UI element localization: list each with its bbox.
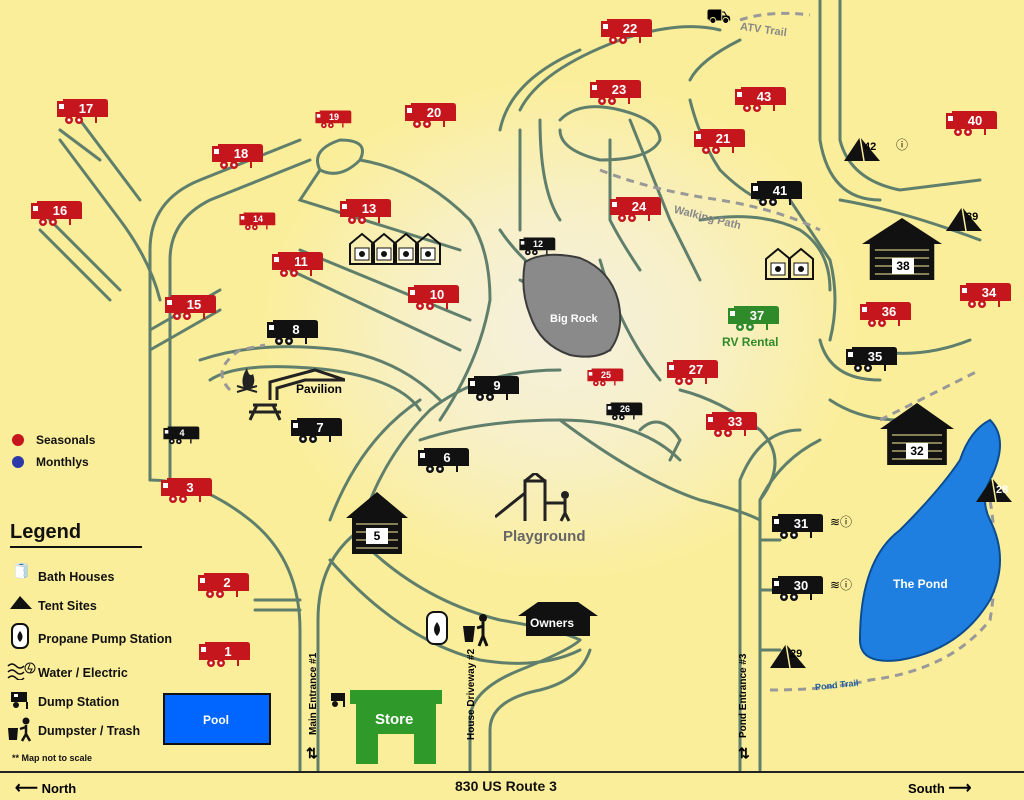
cabin-38[interactable]: 38 [862, 218, 942, 280]
big-rock [522, 253, 622, 358]
tent-site-39[interactable]: 39 [944, 203, 984, 233]
site-31[interactable]: 31 [770, 512, 824, 540]
site-4[interactable]: 4 [162, 424, 200, 446]
site-37[interactable]: 37 [726, 304, 780, 332]
owners-label: Owners [530, 616, 575, 630]
site-1[interactable]: 1 [197, 640, 251, 668]
site-11[interactable]: 11 [270, 250, 324, 278]
entrance-arrows-icon: ⇅ [306, 745, 318, 761]
site-12[interactable]: 12 [518, 235, 556, 257]
owners-house-icon [518, 602, 598, 636]
pavilion-label: Pavilion [296, 382, 343, 396]
pool-label: Pool [203, 713, 229, 727]
site-10[interactable]: 10 [406, 283, 460, 311]
legend-dump-station: Dump Station [38, 695, 120, 709]
south-label: South [908, 781, 945, 796]
site-40[interactable]: 40 [944, 109, 998, 137]
tent-site-28[interactable]: 28 [974, 474, 1014, 504]
site-22[interactable]: 22 [599, 17, 653, 45]
site-19[interactable]: 19 [314, 108, 352, 130]
site-15[interactable]: 15 [163, 293, 217, 321]
house-driveway-label: House Driveway #2 [466, 648, 477, 740]
playground-icon [495, 473, 571, 522]
cabin-32[interactable]: 32 [880, 403, 954, 465]
propane-dumpster-icons [426, 611, 489, 647]
rv-rental-label: RV Rental [722, 335, 779, 349]
bath-house-icon[interactable] [414, 232, 442, 264]
south-indicator: South ⟶ [908, 778, 971, 798]
legend-dumpster: Dumpster / Trash [38, 724, 141, 738]
site-13[interactable]: 13 [338, 197, 392, 225]
tent-site-42[interactable]: 42 [842, 133, 882, 163]
site-8[interactable]: 8 [265, 318, 319, 346]
playground-label: Playground [503, 528, 586, 545]
monthly-marker [12, 456, 24, 468]
bath-house-icon[interactable] [787, 240, 815, 272]
site-2[interactable]: 2 [196, 571, 250, 599]
arrow-left-icon: ⟵ [15, 780, 38, 797]
water-electric-icon: ≋ⓘ [830, 515, 853, 529]
tent-icon [10, 596, 32, 609]
site-35[interactable]: 35 [844, 345, 898, 373]
tent-site-29[interactable]: 29 [768, 640, 808, 670]
site-16[interactable]: 16 [29, 199, 83, 227]
site-26[interactable]: 26 [605, 400, 643, 422]
pool [163, 693, 271, 745]
store-building [350, 690, 442, 764]
store-label: Store [375, 711, 414, 728]
road-name: 830 US Route 3 [455, 778, 557, 794]
site-43[interactable]: 43 [733, 85, 787, 113]
water-electric-icon: ⓘ [896, 138, 909, 152]
site-17[interactable]: 17 [55, 97, 109, 125]
site-20[interactable]: 20 [403, 101, 457, 129]
site-34[interactable]: 34 [958, 281, 1012, 309]
site-23[interactable]: 23 [588, 78, 642, 106]
legend-divider [10, 546, 142, 548]
site-30[interactable]: 30 [770, 574, 824, 602]
water-electric-icon: ≋ⓘ [830, 578, 853, 592]
site-7[interactable]: 7 [289, 416, 343, 444]
site-27[interactable]: 27 [665, 358, 719, 386]
legend-seasonals: Seasonals [36, 433, 96, 447]
dump-station-icon [11, 692, 28, 709]
main-entrance-label: Main Entrance #1 [308, 652, 319, 735]
legend-bath-houses: Bath Houses [38, 570, 115, 584]
pond-entrance-label: Pond Entrance #3 [738, 653, 749, 738]
atv-icon: ⛟ [706, 6, 732, 28]
legend-tent-sites: Tent Sites [38, 599, 97, 613]
pavilion-icon [236, 368, 345, 421]
site-14[interactable]: 14 [238, 210, 276, 232]
dump-station-icon [331, 693, 345, 707]
propane-icon [11, 623, 29, 649]
site-36[interactable]: 36 [858, 300, 912, 328]
north-label: North [41, 781, 77, 796]
seasonal-marker [12, 434, 24, 446]
cabin-5[interactable]: 5 [346, 492, 408, 554]
legend-monthlys: Monthlys [36, 455, 89, 469]
water-electric-icon [7, 662, 36, 680]
arrow-right-icon: ⟶ [948, 780, 972, 797]
site-3[interactable]: 3 [159, 476, 213, 504]
site-21[interactable]: 21 [692, 127, 746, 155]
dumpster-icon [8, 717, 32, 742]
site-24[interactable]: 24 [608, 195, 662, 223]
legend-propane: Propane Pump Station [38, 632, 173, 646]
site-6[interactable]: 6 [416, 446, 470, 474]
legend-note: ** Map not to scale [12, 753, 93, 763]
site-41[interactable]: 41 [749, 179, 803, 207]
pond-label: The Pond [893, 577, 948, 591]
bath-house-icon: 🧻 [12, 563, 31, 580]
site-9[interactable]: 9 [466, 374, 520, 402]
site-33[interactable]: 33 [704, 410, 758, 438]
site-18[interactable]: 18 [210, 142, 264, 170]
north-indicator: ⟵ North [15, 778, 76, 798]
big-rock-label: Big Rock [550, 313, 598, 325]
site-25[interactable]: 25 [586, 366, 624, 388]
legend-water-electric: Water / Electric [38, 666, 128, 680]
entrance-arrows-icon: ⇅ [738, 745, 750, 761]
legend-title: Legend [10, 521, 82, 543]
